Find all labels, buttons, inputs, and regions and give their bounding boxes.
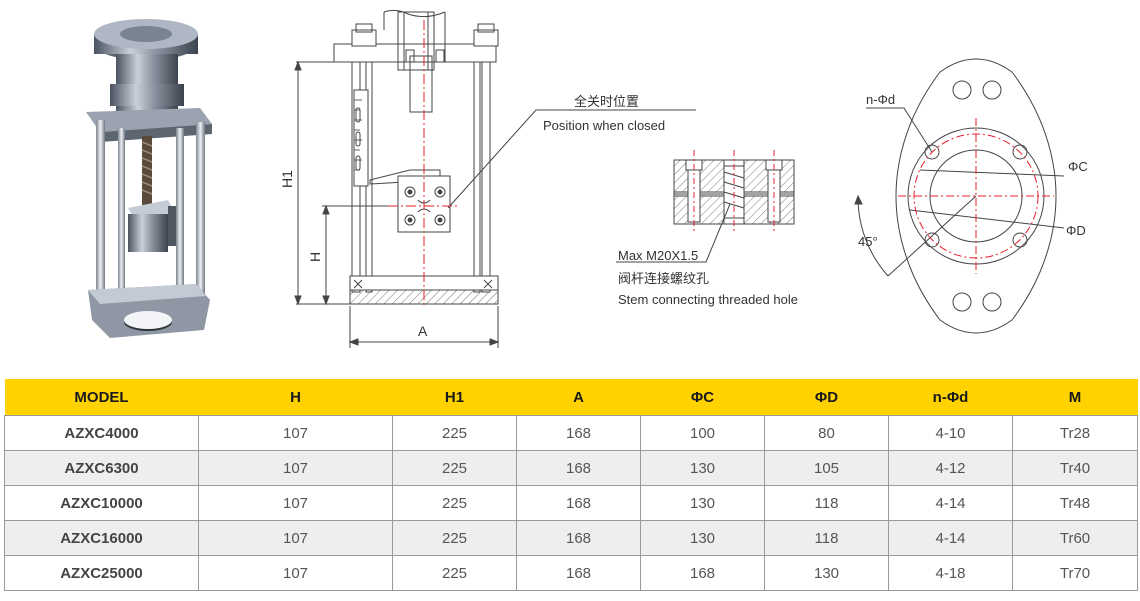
center-lines-front [388, 20, 460, 308]
center-lines-flange [898, 118, 1054, 274]
header-h1: H1 [392, 379, 517, 416]
cell-d: 80 [764, 415, 889, 451]
header-h: H [198, 379, 393, 416]
cell-a: 168 [516, 485, 641, 521]
cell-nd: 4-14 [888, 520, 1013, 556]
cell-a: 168 [516, 520, 641, 556]
header-d: ΦD [764, 379, 889, 416]
technical-drawing: 全关时位置 Position when closed H1 H A Max M2… [86, 9, 1088, 348]
cell-h: 107 [198, 450, 393, 486]
cell-d: 118 [764, 485, 889, 521]
closed-position-en-label: Position when closed [543, 118, 665, 133]
header-c: ΦC [640, 379, 765, 416]
spec-table: MODEL H H1 A ΦC ΦD n-Φd M AZXC4000 107 2… [4, 379, 1138, 591]
dim-a-label: A [418, 323, 428, 339]
cell-h1: 225 [392, 415, 517, 451]
cell-c: 130 [640, 450, 765, 486]
cell-model: AZXC4000 [4, 415, 199, 451]
cell-c: 100 [640, 415, 765, 451]
cell-d: 105 [764, 450, 889, 486]
cell-m: Tr70 [1012, 555, 1138, 591]
cell-c: 130 [640, 520, 765, 556]
cell-nd: 4-14 [888, 485, 1013, 521]
cell-nd: 4-12 [888, 450, 1013, 486]
header-a: A [516, 379, 641, 416]
dim-c-label: ΦC [1068, 159, 1088, 174]
cell-model: AZXC10000 [4, 485, 199, 521]
cell-h1: 225 [392, 520, 517, 556]
cell-h: 107 [198, 555, 393, 591]
cell-d: 118 [764, 520, 889, 556]
cell-h1: 225 [392, 485, 517, 521]
cell-m: Tr48 [1012, 485, 1138, 521]
dim-h-label: H [307, 252, 323, 262]
thread-max-label: Max M20X1.5 [618, 248, 698, 263]
table-row: AZXC16000 107 225 168 130 118 4-14 Tr60 [4, 520, 1138, 556]
header-nd: n-Φd [888, 379, 1013, 416]
table-row: AZXC6300 107 225 168 130 105 4-12 Tr40 [4, 450, 1138, 486]
cell-m: Tr28 [1012, 415, 1138, 451]
cell-h1: 225 [392, 555, 517, 591]
header-m: M [1012, 379, 1138, 416]
header-model: MODEL [4, 379, 199, 416]
cell-h1: 225 [392, 450, 517, 486]
stem-hole-en-label: Stem connecting threaded hole [618, 292, 798, 307]
cell-model: AZXC6300 [4, 450, 199, 486]
dim-d-label: ΦD [1066, 223, 1086, 238]
cell-h: 107 [198, 485, 393, 521]
coupling-section-drawing [616, 159, 795, 263]
table-row: AZXC4000 107 225 168 100 80 4-10 Tr28 [4, 415, 1138, 451]
product-render [86, 19, 212, 338]
cell-m: Tr40 [1012, 450, 1138, 486]
angle-label: 45° [858, 234, 878, 249]
cell-nd: 4-10 [888, 415, 1013, 451]
cell-a: 168 [516, 450, 641, 486]
cell-a: 168 [516, 415, 641, 451]
table-header-row: MODEL H H1 A ΦC ΦD n-Φd M [4, 379, 1138, 416]
cell-h: 107 [198, 520, 393, 556]
dim-nd-label: n-Φd [866, 92, 895, 107]
cell-model: AZXC16000 [4, 520, 199, 556]
cell-model: AZXC25000 [4, 555, 199, 591]
dim-h1-label: H1 [279, 170, 295, 188]
table-row: AZXC10000 107 225 168 130 118 4-14 Tr48 [4, 485, 1138, 521]
closed-position-cn-label: 全关时位置 [574, 94, 639, 109]
cell-a: 168 [516, 555, 641, 591]
cell-m: Tr60 [1012, 520, 1138, 556]
flange-plan-drawing [854, 58, 1065, 334]
cell-c: 130 [640, 485, 765, 521]
cell-nd: 4-18 [888, 555, 1013, 591]
cell-c: 168 [640, 555, 765, 591]
stem-hole-cn-label: 阀杆连接螺纹孔 [618, 271, 709, 286]
table-row: AZXC25000 107 225 168 168 130 4-18 Tr70 [4, 555, 1138, 591]
cell-h: 107 [198, 415, 393, 451]
cell-d: 130 [764, 555, 889, 591]
